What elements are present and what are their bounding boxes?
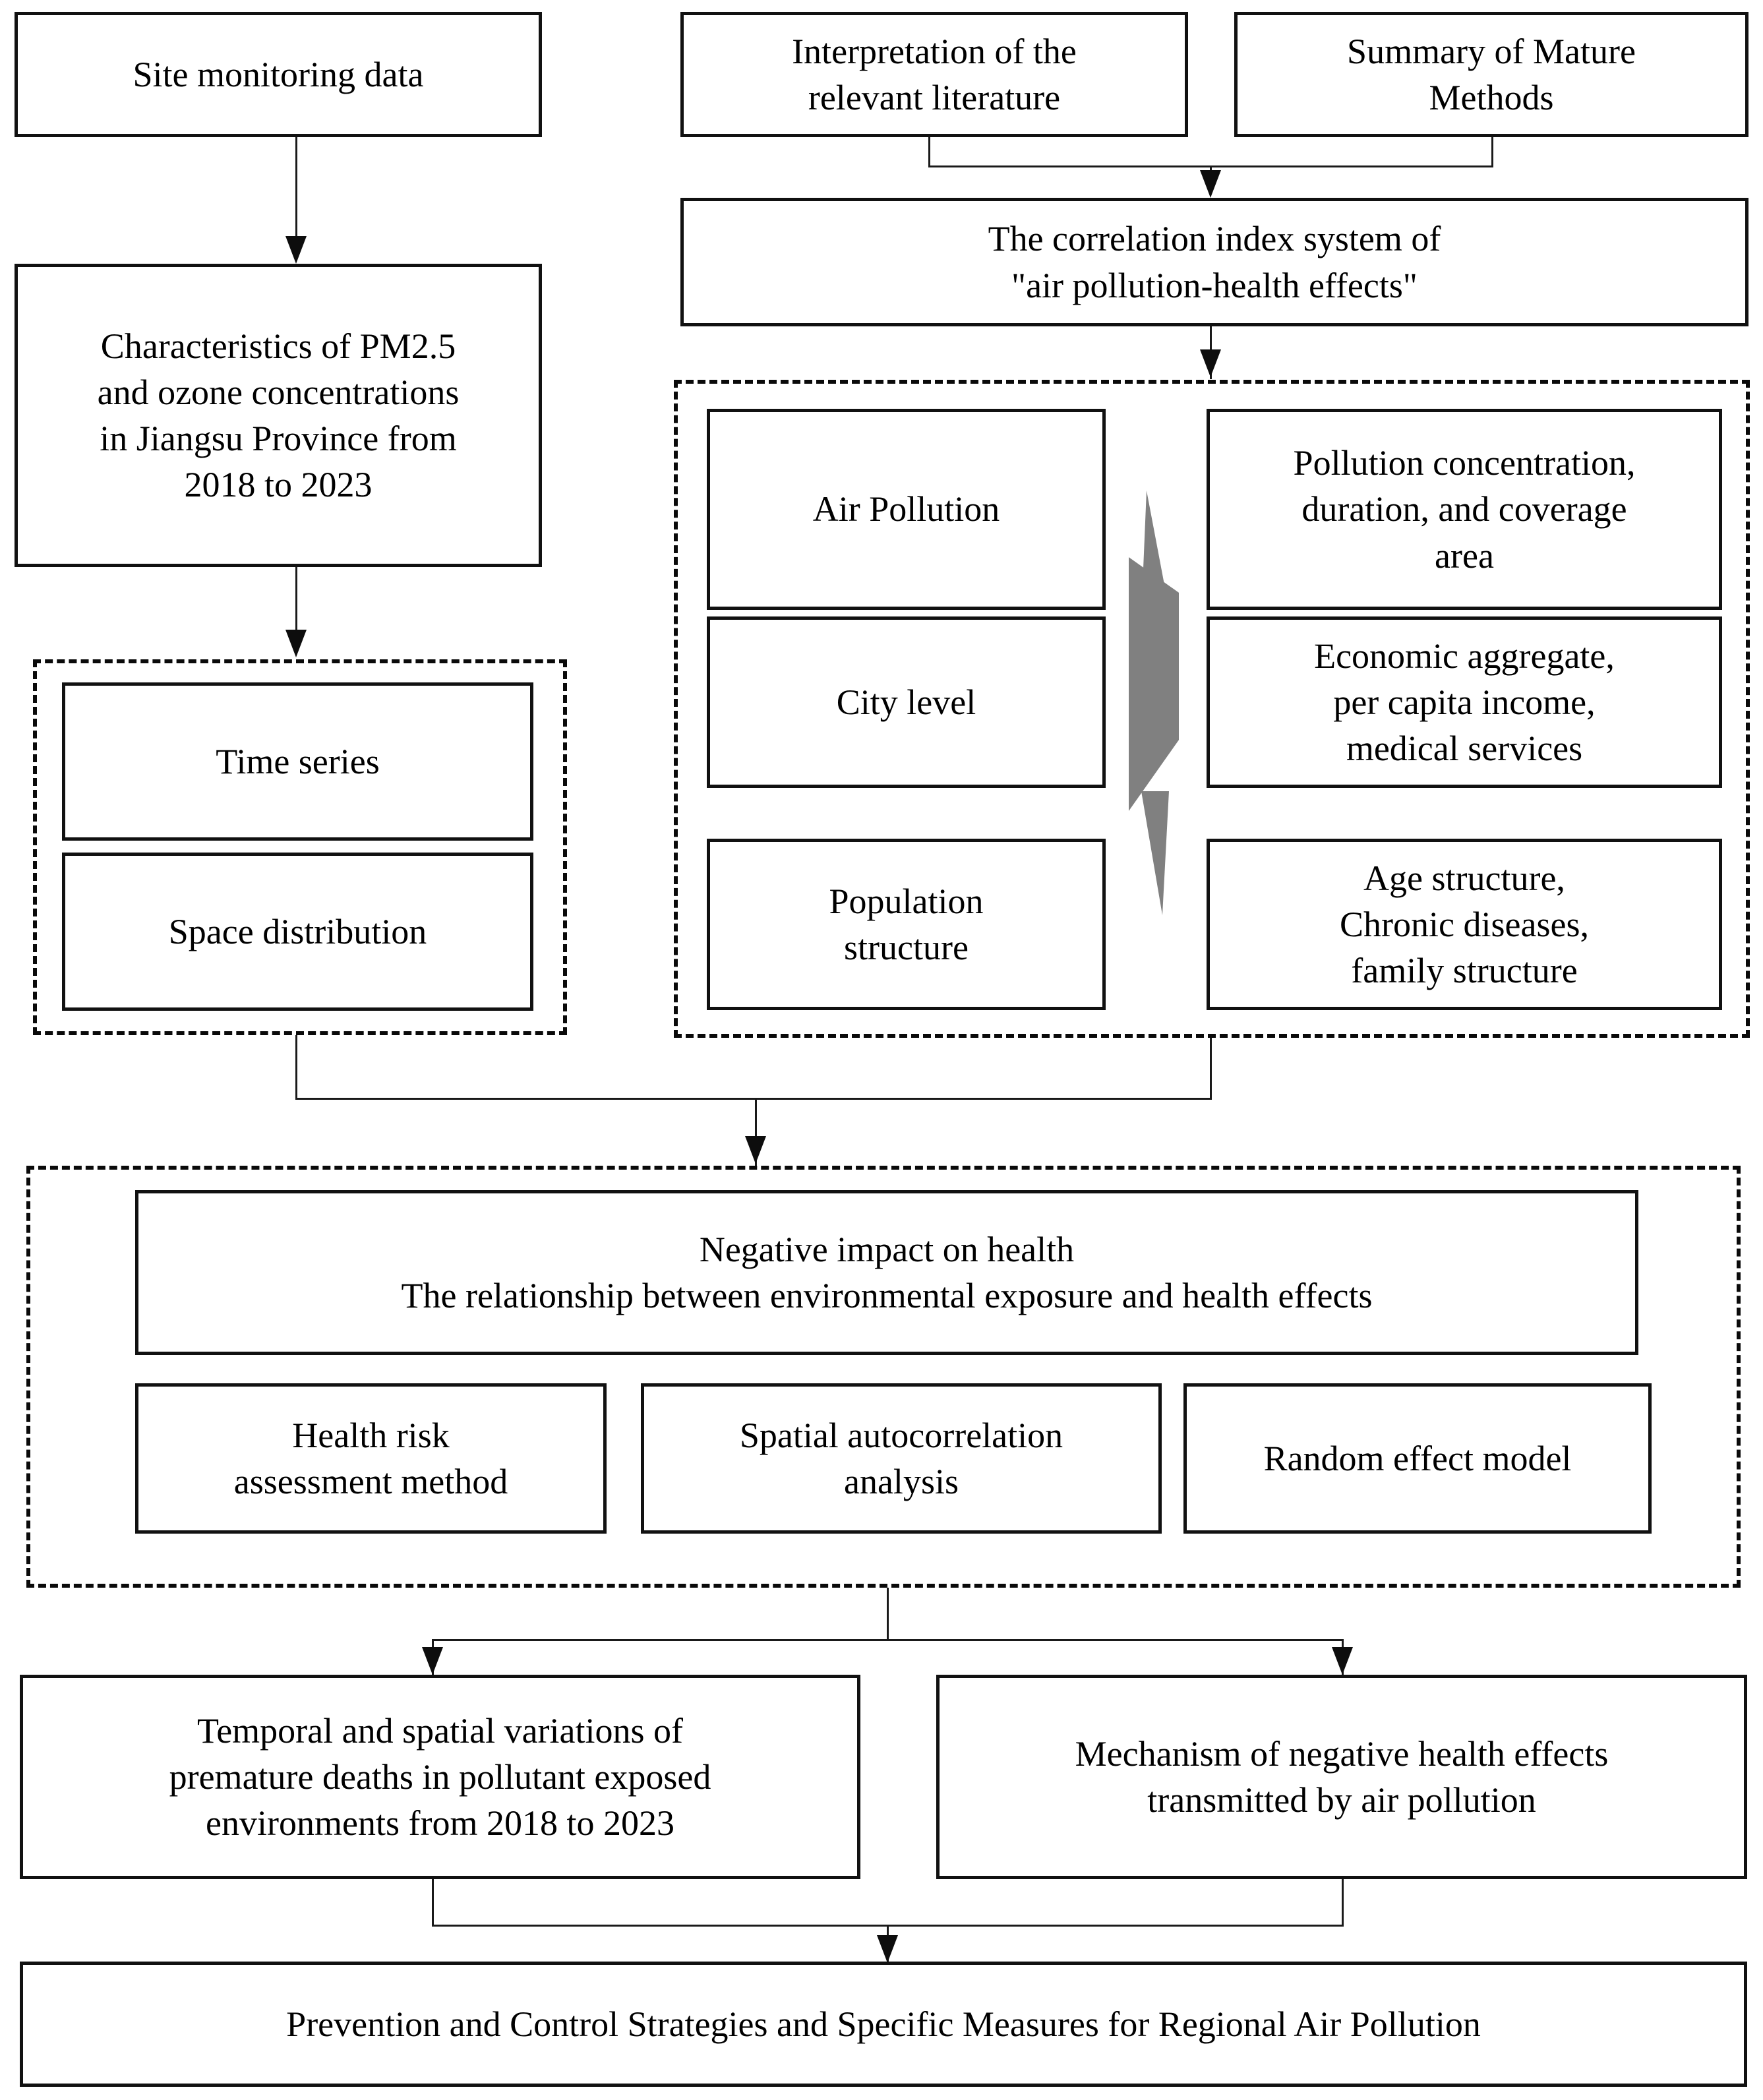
node-mechanism-health-effects-label: Mechanism of negative health effects tra… (949, 1731, 1735, 1823)
line-1: Summary of Mature (1347, 31, 1636, 71)
node-time-series-label: Time series (216, 741, 380, 781)
node-air-pollution-label: Air Pollution (812, 489, 1000, 529)
node-air-pollution[interactable]: Air Pollution (707, 409, 1106, 610)
arrowhead-to-health-group (745, 1136, 766, 1164)
node-space-distribution[interactable]: Space distribution (62, 853, 533, 1011)
node-city-attributes-label: Economic aggregate, per capita income, m… (1219, 633, 1710, 772)
connector-indexgroup-down (1210, 1038, 1212, 1100)
line-2: premature deaths in pollutant exposed (169, 1756, 711, 1797)
node-interpretation-literature[interactable]: Interpretation of the relevant literatur… (680, 12, 1188, 137)
node-population-attributes[interactable]: Age structure, Chronic diseases, family … (1207, 839, 1722, 1010)
line-1: Negative impact on health (699, 1229, 1075, 1269)
node-city-attributes[interactable]: Economic aggregate, per capita income, m… (1207, 616, 1722, 788)
line-1: Population (829, 881, 984, 921)
node-population-structure-label: Population structure (719, 878, 1093, 971)
node-correlation-index-system[interactable]: The correlation index system of "air pol… (680, 198, 1748, 326)
line-2: and ozone concentrations (97, 372, 460, 412)
node-premature-deaths[interactable]: Temporal and spatial variations of prema… (20, 1675, 860, 1879)
connector-mid-merge-bar (295, 1098, 1212, 1100)
node-population-structure[interactable]: Population structure (707, 839, 1106, 1010)
node-city-level[interactable]: City level (707, 616, 1106, 788)
group-index-system (674, 380, 1750, 1038)
line-3: in Jiangsu Province from (100, 419, 457, 458)
ribbon-arrow-pointer-bottom (1141, 791, 1169, 915)
line-3: area (1435, 535, 1494, 576)
node-negative-impact-label: Negative impact on health The relationsh… (148, 1226, 1626, 1319)
line-2: transmitted by air pollution (1147, 1780, 1536, 1820)
node-summary-mature-methods[interactable]: Summary of Mature Methods (1234, 12, 1748, 137)
node-pollution-attributes[interactable]: Pollution concentration, duration, and c… (1207, 409, 1722, 610)
node-spatial-autocorrelation-label: Spatial autocorrelation analysis (653, 1412, 1149, 1505)
line-1: Pollution concentration, (1293, 443, 1636, 483)
connector-health-down (887, 1588, 889, 1640)
node-city-level-label: City level (836, 682, 976, 722)
node-mechanism-health-effects[interactable]: Mechanism of negative health effects tra… (936, 1675, 1747, 1879)
node-site-monitoring-data[interactable]: Site monitoring data (15, 12, 542, 137)
node-health-risk-assessment-label: Health risk assessment method (148, 1412, 594, 1505)
arrowhead-to-pm25 (285, 236, 307, 264)
line-2: per capita income, (1333, 682, 1596, 722)
line-2: Chronic diseases, (1340, 904, 1589, 944)
connector-merge-to-health (755, 1098, 757, 1167)
connector-tsgroup-down (295, 1035, 297, 1100)
line-2: relevant literature (808, 78, 1061, 117)
line-1: Mechanism of negative health effects (1075, 1733, 1609, 1774)
line-4: 2018 to 2023 (184, 465, 373, 505)
node-negative-impact[interactable]: Negative impact on health The relationsh… (135, 1190, 1638, 1355)
connector-split-bar (432, 1639, 1343, 1641)
node-pm25-ozone-characteristics-label: Characteristics of PM2.5 and ozone conce… (27, 323, 529, 508)
line-2: Methods (1429, 78, 1554, 117)
line-1: Health risk (292, 1415, 450, 1455)
node-premature-deaths-label: Temporal and spatial variations of prema… (32, 1708, 848, 1847)
line-1: Temporal and spatial variations of (197, 1710, 683, 1751)
node-prevention-control[interactable]: Prevention and Control Strategies and Sp… (20, 1962, 1747, 2087)
connector-methods-down (1491, 137, 1493, 167)
connector-pm25-to-tsgroup (295, 567, 297, 654)
node-space-distribution-label: Space distribution (168, 911, 427, 951)
node-population-attributes-label: Age structure, Chronic diseases, family … (1219, 855, 1710, 994)
node-spatial-autocorrelation[interactable]: Spatial autocorrelation analysis (641, 1383, 1162, 1534)
node-time-series[interactable]: Time series (62, 682, 533, 841)
node-correlation-index-system-label: The correlation index system of "air pol… (693, 216, 1736, 308)
line-2: duration, and coverage (1301, 489, 1627, 529)
node-random-effect-model[interactable]: Random effect model (1183, 1383, 1652, 1534)
line-1: Spatial autocorrelation (739, 1415, 1063, 1455)
line-3: family structure (1351, 951, 1578, 991)
line-2: analysis (844, 1462, 959, 1501)
line-1: Age structure, (1363, 858, 1565, 898)
connector-results-right-down (1342, 1879, 1344, 1927)
arrowhead-to-mechanism (1332, 1647, 1353, 1675)
arrowhead-to-tsgroup (285, 630, 307, 657)
arrowhead-to-index-system (1200, 170, 1221, 198)
arrowhead-to-index-group (1200, 349, 1221, 377)
line-1: Economic aggregate, (1314, 636, 1615, 676)
line-2: assessment method (233, 1462, 508, 1501)
connector-results-left-down (432, 1879, 434, 1927)
node-prevention-control-label: Prevention and Control Strategies and Sp… (286, 2004, 1481, 2044)
group-temporal-spatial (33, 659, 567, 1035)
line-3: environments from 2018 to 2023 (206, 1803, 674, 1844)
line-3: medical services (1346, 729, 1583, 769)
line-1: Interpretation of the (792, 31, 1077, 71)
arrowhead-to-premature-deaths (422, 1647, 443, 1675)
node-site-monitoring-data-label: Site monitoring data (133, 54, 424, 94)
line-1: The correlation index system of (988, 219, 1441, 259)
node-health-risk-assessment[interactable]: Health risk assessment method (135, 1383, 607, 1534)
line-2: "air pollution-health effects" (1011, 265, 1418, 305)
line-2: structure (844, 928, 969, 967)
node-pm25-ozone-characteristics[interactable]: Characteristics of PM2.5 and ozone conce… (15, 264, 542, 567)
line-1: Characteristics of PM2.5 (100, 326, 456, 366)
line-2: The relationship between environmental e… (401, 1276, 1373, 1315)
connector-literature-down (928, 137, 930, 167)
node-interpretation-literature-label: Interpretation of the relevant literatur… (693, 28, 1176, 121)
node-random-effect-model-label: Random effect model (1263, 1438, 1572, 1478)
group-health-analysis (26, 1166, 1741, 1588)
arrowhead-to-prevention (877, 1935, 898, 1963)
connector-site-to-pm25 (295, 137, 297, 249)
node-pollution-attributes-label: Pollution concentration, duration, and c… (1219, 440, 1710, 579)
node-summary-mature-methods-label: Summary of Mature Methods (1247, 28, 1736, 121)
